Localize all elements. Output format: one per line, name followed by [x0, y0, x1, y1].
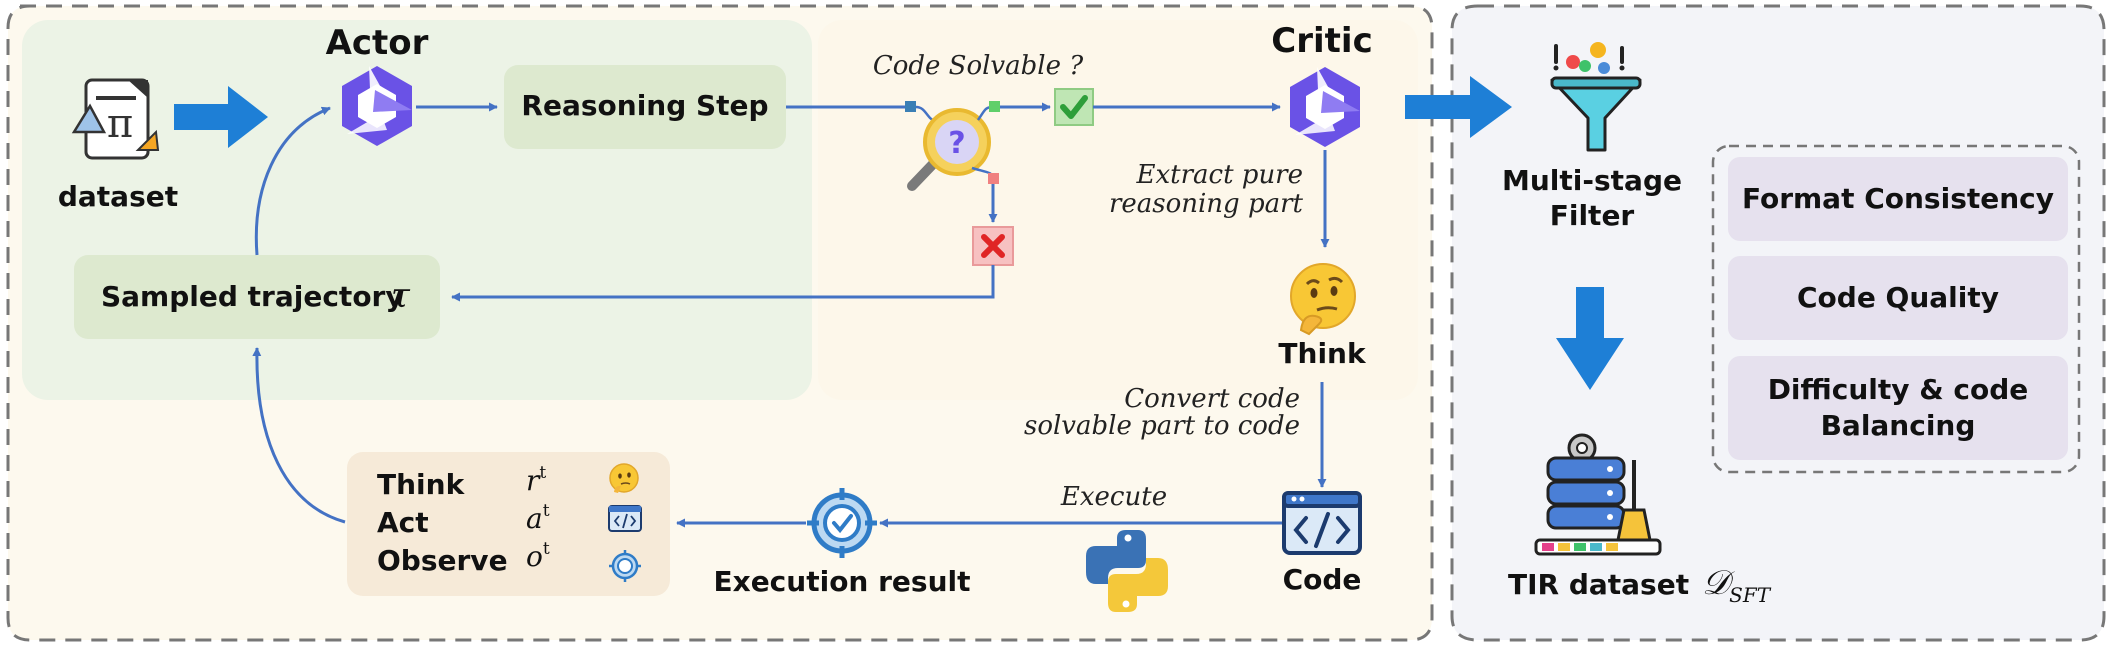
- actor-logo-icon: [342, 66, 412, 146]
- actor-label: Actor: [326, 23, 429, 63]
- trace-row-act-symbol: at: [526, 501, 550, 535]
- execution-result-label: Execution result: [714, 565, 971, 598]
- trace-row-think-symbol: rt: [526, 463, 546, 497]
- dataset-icon: π: [71, 78, 160, 160]
- trace-to-trajectory-arrow: [252, 347, 346, 524]
- tau-symbol: τ: [391, 276, 411, 316]
- trace-row-observe-symbol: ot: [526, 539, 550, 573]
- execution-target-icon: [807, 488, 877, 558]
- tir-dataset-label: TIR dataset: [1508, 568, 1689, 601]
- python-logo-icon: [1086, 530, 1168, 612]
- code-window-icon: [1282, 491, 1362, 555]
- think-label: Think: [1278, 337, 1367, 370]
- extract-label-line2: reasoning part: [1109, 189, 1304, 219]
- extract-label-line1: Extract pure: [1136, 160, 1304, 190]
- trace-think-icon: [609, 463, 639, 493]
- filter-label-line2: Filter: [1550, 199, 1635, 232]
- trace-row-act-label: Act: [377, 506, 429, 539]
- cross-to-trajectory-arrow: [451, 265, 995, 302]
- trajectory-to-actor-arrow: [254, 106, 331, 256]
- trace-act-code-icon: [608, 505, 642, 532]
- filter-difficulty-label-line1: Difficulty & code: [1768, 373, 2029, 406]
- svg-text:π: π: [107, 101, 133, 147]
- reasoning-step-label: Reasoning Step: [521, 89, 768, 122]
- execute-label: Execute: [1060, 482, 1167, 512]
- critic-label: Critic: [1271, 21, 1372, 61]
- code-label: Code: [1283, 563, 1362, 596]
- trace-row-observe-label: Observe: [377, 544, 508, 577]
- trace-observe-icon: [609, 550, 641, 582]
- filter-box-quality: [1728, 256, 2068, 340]
- sampled-trajectory-label: Sampled trajectory: [101, 280, 404, 313]
- critic-logo-icon: [1290, 67, 1360, 147]
- trace-box: [347, 452, 670, 596]
- dsft-symbol: 𝒟SFT: [1702, 563, 1772, 607]
- thinking-face-icon: [1290, 263, 1356, 336]
- filter-format-label: Format Consistency: [1742, 182, 2054, 215]
- dataset-label: dataset: [58, 180, 178, 213]
- cross-icon: [972, 226, 1014, 266]
- filter-difficulty-label-line2: Balancing: [1821, 409, 1976, 442]
- convert-label-line2: solvable part to code: [1024, 411, 1300, 441]
- funnel-filter-icon: [1550, 42, 1642, 152]
- magnifier-question-icon: ?: [907, 108, 991, 191]
- sampled-trajectory-box: [74, 255, 440, 339]
- convert-label-line1: Convert code: [1124, 384, 1300, 414]
- svg-text:?: ?: [948, 126, 965, 161]
- filter-label-line1: Multi-stage: [1502, 164, 1682, 197]
- dataset-to-actor-arrow: [174, 86, 268, 148]
- filter-box-format: [1728, 157, 2068, 241]
- code-solvable-label: Code Solvable ?: [873, 51, 1084, 81]
- filter-box-difficulty: [1728, 356, 2068, 460]
- check-icon: [1054, 88, 1094, 126]
- filter-quality-label: Code Quality: [1797, 281, 1999, 314]
- filter-to-dataset-arrow: [1556, 287, 1624, 390]
- critic-to-filter-arrow: [1405, 76, 1512, 138]
- reasoning-step-box: [504, 65, 786, 149]
- database-icon: [1534, 433, 1662, 556]
- trace-row-think-label: Think: [377, 468, 466, 501]
